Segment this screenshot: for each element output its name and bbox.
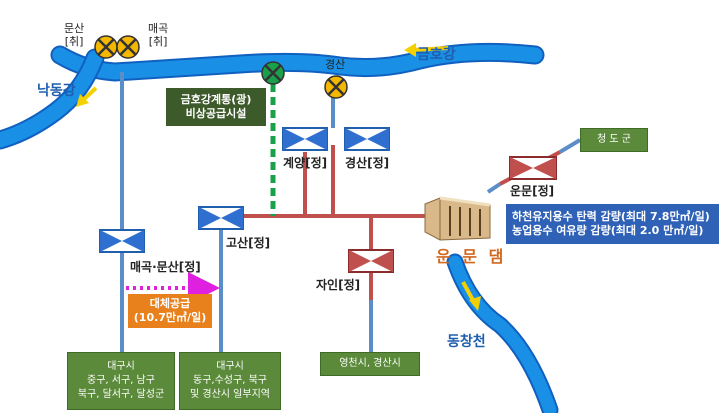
plant-jain-icon — [348, 249, 394, 273]
region-daegu2-line1: 동구,수성구, 북구 — [193, 375, 267, 386]
river-geumho-label: 금호강 — [417, 47, 456, 63]
intake-maegok-icon — [116, 35, 140, 59]
dam-note2: 농업용수 여유량 감량(최대 2.0 만㎥/일) — [512, 224, 704, 237]
dam-note1: 하천유지용수 탄력 감량(최대 7.8만㎥/일) — [512, 210, 710, 223]
region-daegu2-box: 대구시 동구,수성구, 북구 및 경산시 일부지역 — [179, 352, 281, 410]
plant-gyeyang-icon — [282, 127, 328, 151]
cheongdo-label: 청 도 군 — [597, 134, 631, 145]
plant-gyeongsan-icon — [344, 127, 390, 151]
intake-munsan-label: 문산 [취] — [64, 22, 84, 48]
intake-maegok-label: 매곡 [취] — [148, 22, 168, 48]
intake-munsan-icon — [94, 35, 118, 59]
plant-jain-label: 자인[정] — [316, 278, 361, 292]
region-daegu1-line2: 북구, 달서구, 달성군 — [77, 389, 165, 400]
plant-gyeongsan-label: 경산[정] — [345, 156, 390, 170]
intake-maegok-name: 매곡 — [148, 22, 169, 35]
river-nakdong-label: 낙동강 — [37, 83, 76, 99]
alt-supply-line1: 대체공급 — [149, 297, 191, 310]
intake-maegok-suffix: [취] — [148, 35, 168, 48]
region-daegu1-line1: 중구, 서구, 남구 — [87, 375, 155, 386]
region-daegu2-title: 대구시 — [216, 361, 244, 372]
flow-arrow-dongchang — [461, 281, 481, 311]
region-yeongcheon-label: 영천시, 경산시 — [339, 358, 401, 369]
cheongdo-region-box: 청 도 군 — [580, 128, 648, 152]
dam-notes-box: 하천유지용수 탄력 감량(최대 7.8만㎥/일) 농업용수 여유량 감량(최대 … — [506, 204, 719, 244]
alt-supply-line2: (10.7만㎥/일) — [133, 311, 207, 324]
plant-gosan-label: 고산[정] — [226, 236, 271, 250]
region-yeongcheon-box: 영천시, 경산시 — [320, 352, 420, 376]
intake-munsan-suffix: [취] — [64, 35, 84, 48]
flow-arrow-geumho — [404, 43, 449, 57]
alt-supply-label: 대체공급 (10.7만㎥/일) — [128, 294, 212, 328]
plant-maegok-munsan-icon — [99, 229, 145, 253]
emergency-facility-label: 금호강계통(광) 비상공급시설 — [166, 88, 266, 126]
plant-gosan-icon — [198, 206, 244, 230]
intake-gyeongsan-icon — [324, 75, 348, 99]
river-geumho — [50, 42, 545, 82]
region-daegu2-line2: 및 경산시 일부지역 — [190, 389, 270, 400]
plant-maegok-munsan-label: 매곡·문산[정] — [130, 260, 201, 274]
region-daegu1-title: 대구시 — [107, 361, 135, 372]
flow-arrow-nakdong — [76, 86, 98, 107]
river-dongchang-label: 동창천 — [447, 334, 486, 350]
plant-unmun-label: 운문[정] — [510, 184, 555, 198]
intake-gyeongsan-label: 경산 — [325, 58, 346, 71]
unmun-dam-icon — [424, 196, 491, 241]
dam-name: 운 문 댐 — [436, 247, 507, 266]
plant-unmun-icon — [509, 156, 557, 180]
intake-munsan-name: 문산 — [64, 22, 85, 35]
river-nakdong — [0, 48, 105, 150]
plant-gyeyang-label: 계양[정] — [283, 156, 328, 170]
emergency-line2: 비상공급시설 — [185, 107, 247, 120]
region-daegu1-box: 대구시 중구, 서구, 남구 북구, 달서구, 달성군 — [67, 352, 175, 410]
emergency-line1: 금호강계통(광) — [180, 93, 252, 106]
emergency-intake-icon — [261, 61, 285, 85]
